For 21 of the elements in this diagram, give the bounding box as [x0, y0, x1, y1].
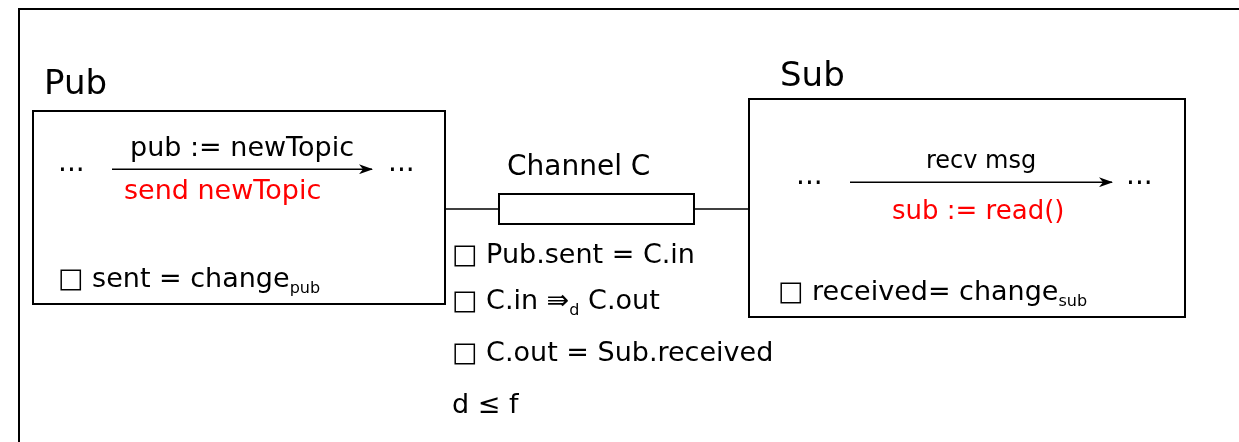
ellipsis: ... [795, 157, 824, 193]
action-text: sub := read() [892, 195, 1065, 227]
box-heading: Pub [44, 62, 108, 103]
box-heading: Sub [780, 54, 845, 95]
action-text: send newTopic [124, 174, 322, 207]
formula-text: □ C.in ⇛$_{d}$ C.out [452, 284, 660, 320]
arrow [849, 177, 1113, 188]
box-heading: Channel C [507, 149, 651, 183]
edge-label: pub := newTopic [130, 131, 354, 164]
formula-text: □ sent = change$_{pub}$ [58, 262, 321, 298]
connector-line [445, 208, 499, 210]
arrow [111, 164, 373, 175]
formula-text: □ Pub.sent = C.in [452, 238, 695, 271]
connector-line [694, 208, 749, 210]
ellipsis: ... [387, 144, 416, 180]
ellipsis: ... [57, 144, 86, 180]
ellipsis: ... [1125, 157, 1154, 193]
formula-text: □ C.out = Sub.received [452, 336, 774, 369]
formula-text: d ≤ f [452, 388, 519, 421]
formula-text: □ received= change$_{sub}$ [778, 275, 1088, 311]
edge-label: recv msg [925, 146, 1037, 175]
